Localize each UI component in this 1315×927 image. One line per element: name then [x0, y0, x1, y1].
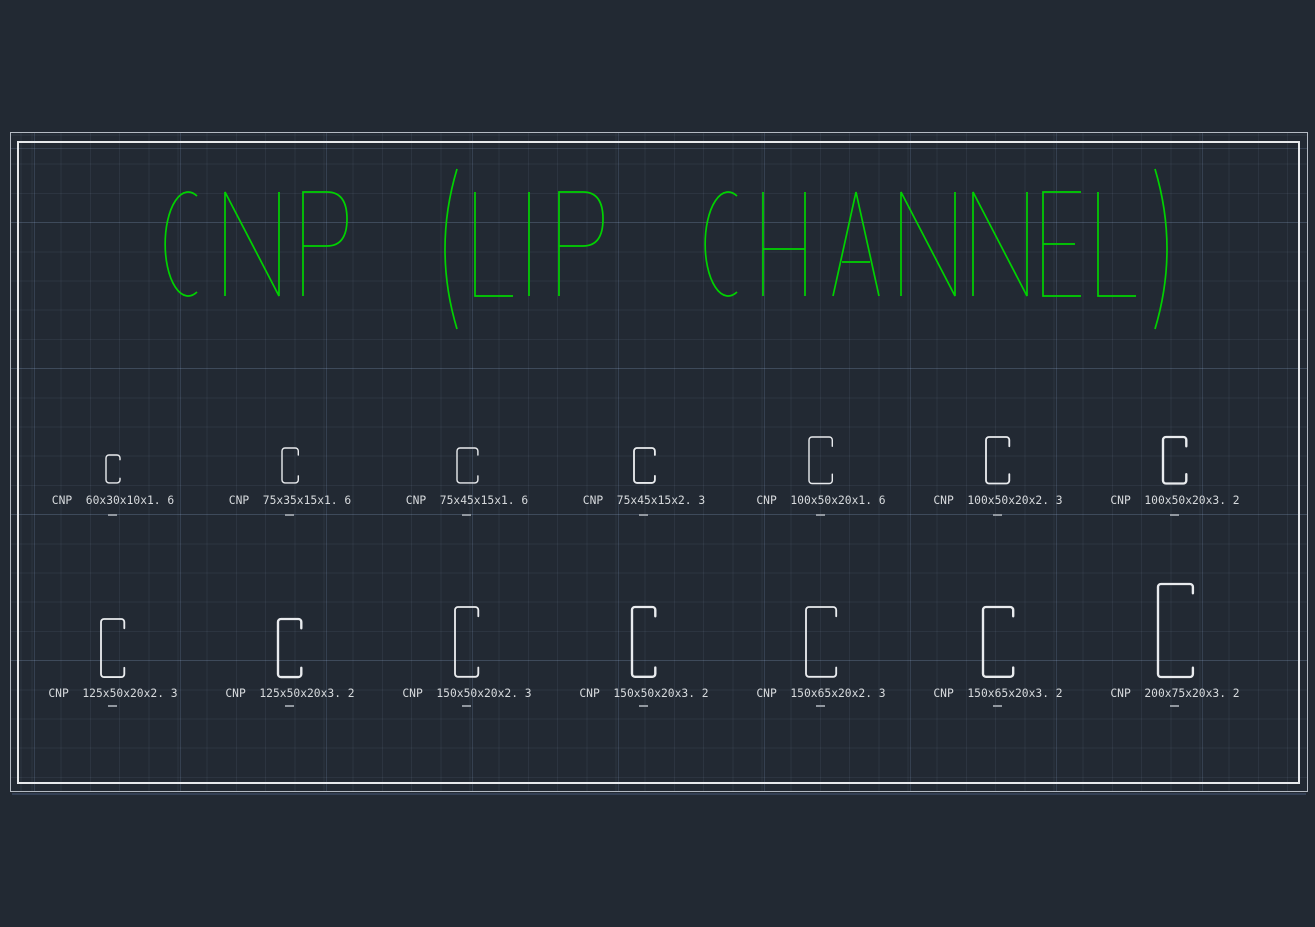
channel-profile-path: [804, 606, 838, 679]
title-glyph: [224, 191, 280, 297]
profile-label[interactable]: CNP 75x45x15x1. 6: [405, 494, 529, 507]
title-glyph: [558, 191, 604, 296]
channel-profile-path: [1156, 582, 1194, 679]
profile-label[interactable]: CNP 150x50x20x2. 3: [402, 687, 532, 700]
channel-profile-shape[interactable]: [98, 616, 128, 681]
profile-tick: [285, 514, 294, 516]
drawing-title[interactable]: [151, 166, 1175, 332]
channel-profile-shape[interactable]: [983, 434, 1013, 487]
title-glyph: [972, 191, 1028, 297]
profile-tick: [1170, 705, 1179, 707]
channel-profile-shape[interactable]: [803, 604, 840, 680]
title-glyph: [302, 191, 348, 296]
channel-profile-shape[interactable]: [980, 604, 1017, 680]
title-glyph: [474, 192, 513, 297]
drawing-frame-outer: [10, 132, 1308, 792]
channel-profile-shape[interactable]: [629, 604, 659, 680]
profile-tick: [993, 514, 1002, 516]
channel-profile-shape[interactable]: [279, 445, 302, 486]
profile-tick: [1170, 514, 1179, 516]
profile-tick: [639, 514, 648, 516]
title-glyph: [832, 191, 880, 297]
channel-profile-path: [808, 435, 834, 484]
title-glyph: [900, 191, 956, 297]
profile-tick: [462, 705, 471, 707]
profile-label[interactable]: CNP 150x65x20x2. 3: [756, 687, 886, 700]
title-glyph: [704, 191, 738, 297]
profile-tick: [993, 705, 1002, 707]
profile-label[interactable]: CNP 75x35x15x1. 6: [228, 494, 352, 507]
profile-label[interactable]: CNP 75x45x15x2. 3: [582, 494, 706, 507]
channel-profile-path: [985, 435, 1011, 484]
channel-profile-path: [100, 617, 126, 678]
profile-label[interactable]: CNP 125x50x20x2. 3: [48, 687, 178, 700]
profile-tick: [108, 514, 117, 516]
channel-profile-shape[interactable]: [275, 616, 305, 681]
channel-profile-shape[interactable]: [806, 434, 836, 487]
channel-profile-path: [281, 447, 299, 484]
profile-label[interactable]: CNP 60x30x10x1. 6: [51, 494, 175, 507]
channel-profile-shape[interactable]: [631, 445, 658, 486]
channel-profile-path: [981, 606, 1015, 679]
title-glyph: [164, 191, 198, 297]
title-glyph: [1097, 192, 1136, 297]
channel-profile-path: [1162, 435, 1188, 485]
profile-label[interactable]: CNP 200x75x20x3. 2: [1110, 687, 1240, 700]
channel-profile-path: [632, 447, 656, 484]
channel-profile-path: [454, 606, 480, 679]
channel-profile-path: [631, 606, 657, 679]
profile-tick: [285, 705, 294, 707]
title-glyph: [1042, 191, 1081, 297]
title-glyph: [444, 168, 458, 330]
profile-tick: [816, 514, 825, 516]
channel-profile-shape[interactable]: [452, 604, 482, 680]
profile-label[interactable]: CNP 100x50x20x2. 3: [933, 494, 1063, 507]
title-glyph: [1154, 168, 1168, 330]
channel-profile-shape[interactable]: [103, 452, 123, 486]
profile-tick: [639, 705, 648, 707]
profile-tick: [462, 514, 471, 516]
channel-profile-shape[interactable]: [1160, 434, 1190, 487]
profile-label[interactable]: CNP 125x50x20x3. 2: [225, 687, 355, 700]
channel-profile-path: [277, 617, 303, 679]
channel-profile-shape[interactable]: [454, 445, 481, 486]
profile-label[interactable]: CNP 100x50x20x3. 2: [1110, 494, 1240, 507]
profile-label[interactable]: CNP 150x50x20x3. 2: [579, 687, 709, 700]
channel-profile-path: [105, 454, 121, 484]
channel-profile-path: [455, 447, 479, 484]
profile-label[interactable]: CNP 100x50x20x1. 6: [756, 494, 886, 507]
title-glyph: [762, 192, 806, 296]
channel-profile-shape[interactable]: [1155, 581, 1196, 680]
profile-tick: [816, 705, 825, 707]
profile-label[interactable]: CNP 150x65x20x3. 2: [933, 687, 1063, 700]
profile-tick: [108, 705, 117, 707]
drawing-frame-inner: [17, 141, 1300, 784]
frame-bottom-accent: [12, 793, 1306, 795]
